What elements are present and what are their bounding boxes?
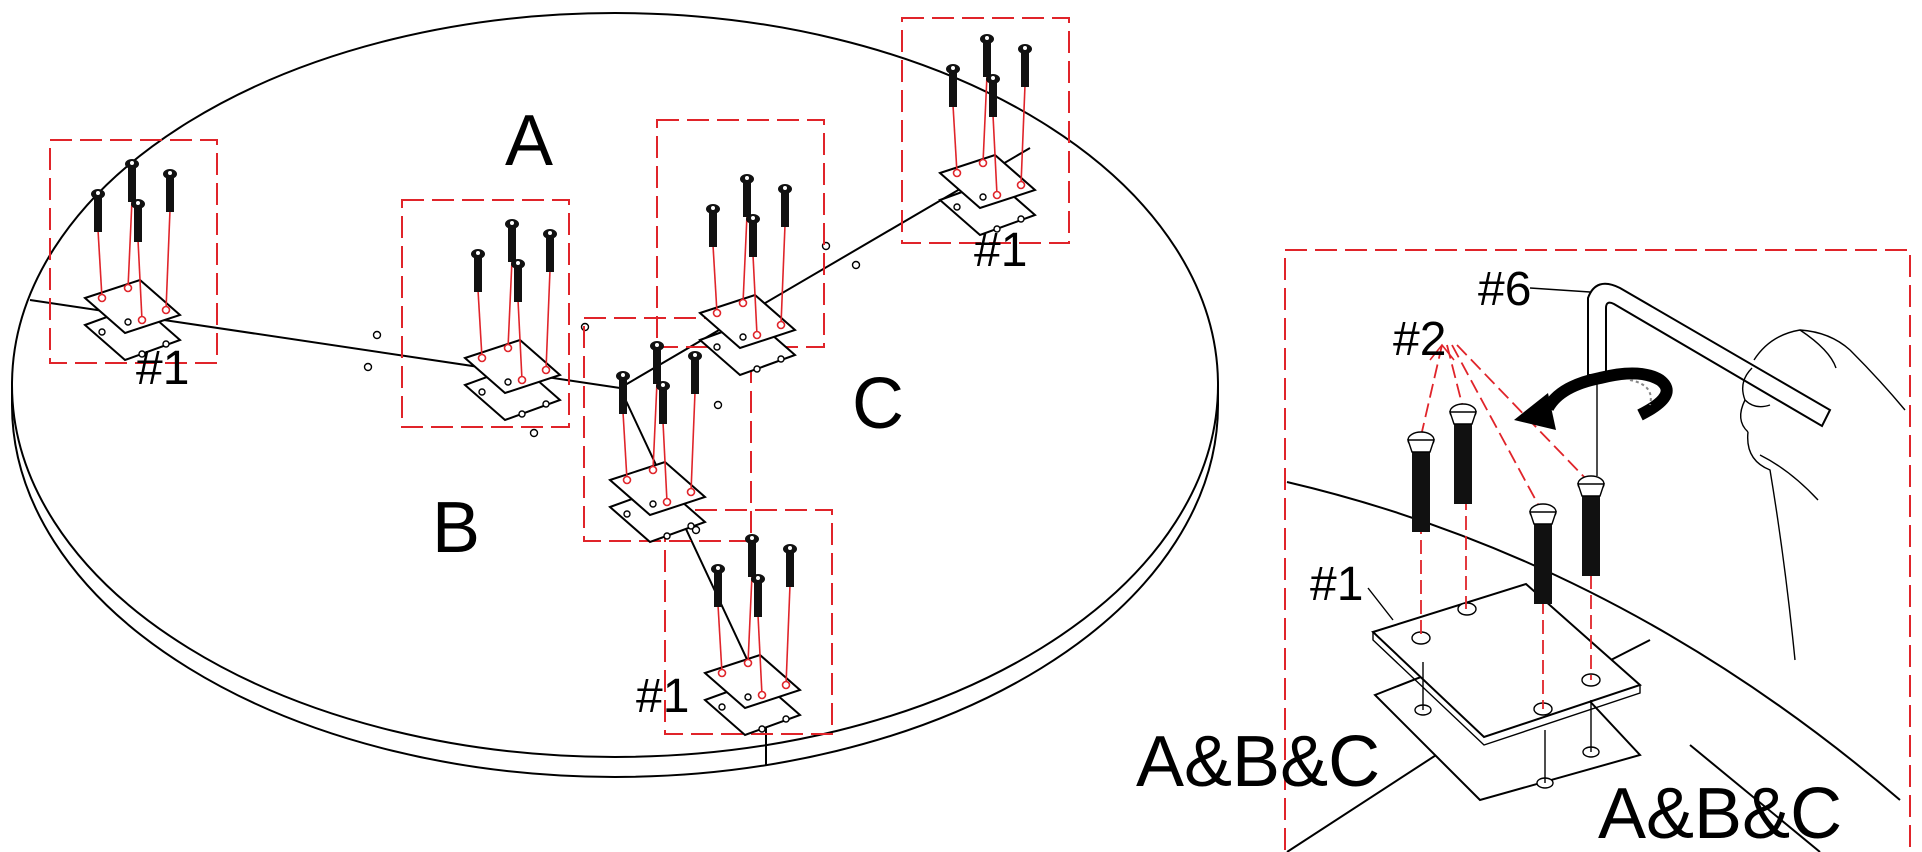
bracket-label-detail: #1 <box>1310 558 1363 611</box>
joint-label-right: A&B&C <box>1598 774 1842 852</box>
section-label-a: A <box>505 101 553 181</box>
detail-view <box>1286 282 1906 852</box>
bracket-group-top-right <box>938 34 1037 237</box>
callout-box-center-left <box>401 199 570 428</box>
bracket-label-top-right: #1 <box>974 224 1027 277</box>
round-tabletop <box>11 12 1219 778</box>
detail-screw-1 <box>1407 431 1435 532</box>
rotation-arrow-icon <box>1514 367 1673 430</box>
bracket-group-left <box>83 159 182 362</box>
callout-boxes <box>49 17 1911 852</box>
bracket-label-bottom: #1 <box>636 670 689 723</box>
bracket-group-center-top <box>698 174 797 377</box>
callout-box-center <box>583 317 752 542</box>
callout-box-top-right <box>901 17 1070 244</box>
bracket-group-center-left <box>463 219 562 422</box>
bracket-group-center <box>608 341 707 544</box>
allen-key <box>1587 282 1832 476</box>
bracket-group-bottom <box>703 534 802 737</box>
detail-screw-4 <box>1577 475 1605 576</box>
section-label-b: B <box>432 488 480 568</box>
bracket-assemblies <box>83 34 1037 737</box>
joint-label-left: A&B&C <box>1136 722 1380 802</box>
screw-label: #2 <box>1393 313 1446 366</box>
callout-box-center-top <box>656 119 825 348</box>
callout-box-bottom <box>664 509 833 735</box>
bracket-label-left: #1 <box>136 342 189 395</box>
detail-screw-2 <box>1449 403 1477 504</box>
callout-box-detail <box>1284 249 1911 852</box>
hand-illustration <box>1740 329 1906 661</box>
allen-key-label: #6 <box>1478 263 1531 316</box>
section-label-c: C <box>852 364 904 444</box>
detail-screw-3 <box>1529 503 1557 604</box>
callout-box-left <box>49 139 218 364</box>
